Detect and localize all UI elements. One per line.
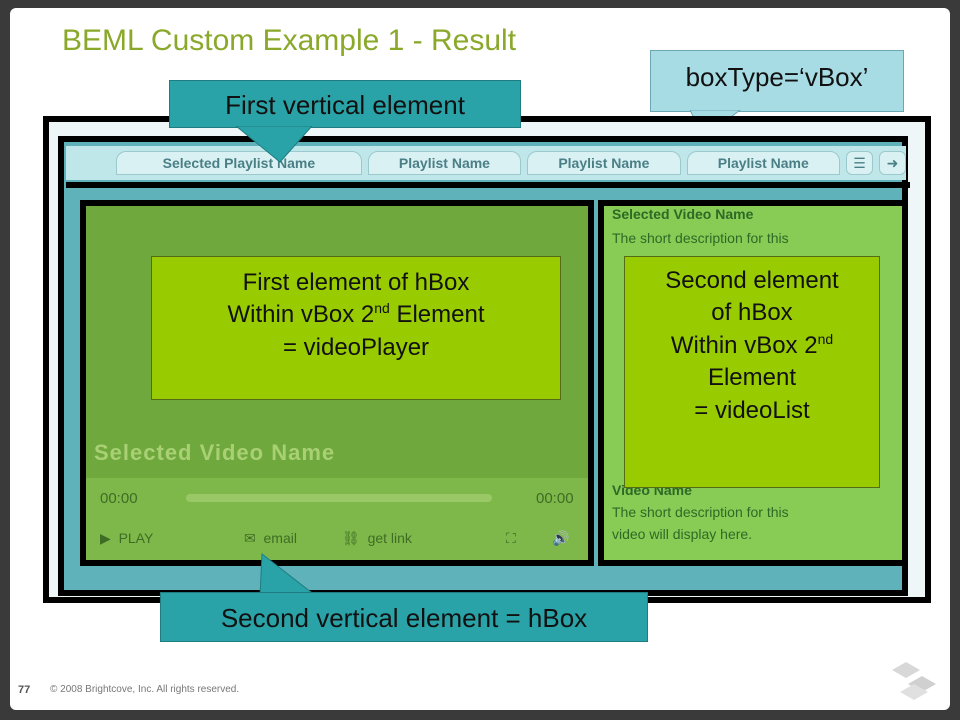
vertical-element-separator [66,182,910,188]
get-link-label: get link [367,530,412,546]
first-hbox-element-label: First element of hBox Within vBox 2nd El… [151,256,561,400]
get-link-button[interactable]: ⛓ get link [342,530,412,547]
page-number: 77 [18,684,31,696]
progress-bar[interactable] [186,494,492,502]
tab-playlist-3[interactable]: Playlist Name [686,151,840,175]
tab-playlist-2[interactable]: Playlist Name [527,151,681,175]
play-button[interactable]: ▶ PLAY [100,530,153,547]
second-box-line-4: Element [707,364,797,392]
video-title: Selected Video Name [94,440,336,465]
second-box-line-5: = videoList [694,396,810,424]
volume-icon[interactable]: 🔊 [552,530,570,546]
playlist-tab-bar: Selected Playlist Name Playlist Name Pla… [66,146,906,180]
first-box-line-2: Within vBox 2nd Element [227,300,485,329]
link-icon: ⛓ [342,530,360,546]
email-button[interactable]: ✉ email [244,530,297,547]
time-total: 00:00 [536,490,574,507]
second-hbox-element-label: Second element of hBox Within vBox 2nd E… [624,256,880,488]
slide-title: BEML Custom Example 1 - Result [62,24,517,57]
box-type-label: boxType=‘vBox’ [685,62,869,92]
second-box-line-3: Within vBox 2nd [670,330,834,359]
second-vertical-callout: Second vertical element = hBox [160,592,648,642]
first-box-line-1: First element of hBox [242,269,470,296]
time-elapsed: 00:00 [100,490,138,507]
list-item-2-desc-1: The short description for this [612,504,789,520]
first-box-line-3: = videoPlayer [282,333,430,361]
fullscreen-icon[interactable]: ⛶ [506,530,516,546]
second-vertical-callout-pointer [259,553,317,596]
first-vertical-callout: First vertical element [169,80,521,128]
box-type-callout: boxType=‘vBox’ [650,50,904,112]
second-box-line-2: of hBox [711,299,793,327]
email-icon: ✉ [244,530,256,546]
first-vertical-label: First vertical element [225,90,465,120]
video-controls-area [86,478,588,560]
second-vertical-label: Second vertical element = hBox [220,603,588,633]
brightcove-logo-icon [892,662,936,700]
email-label: email [263,530,297,546]
first-vertical-callout-pointer [236,126,313,163]
copyright-text: © 2008 Brightcove, Inc. All rights reser… [50,684,240,695]
list-item-1-desc: The short description for this [612,230,789,246]
arrow-right-icon[interactable]: ➜ [878,151,906,175]
list-item-2-desc-2: video will display here. [612,526,753,542]
list-item-1-title[interactable]: Selected Video Name [612,206,754,222]
play-icon: ▶ [100,530,111,546]
play-label: PLAY [118,530,154,546]
second-box-line-1: Second element [665,267,839,294]
list-menu-icon[interactable]: ☰ [845,151,873,175]
tab-playlist-1[interactable]: Playlist Name [367,151,522,175]
